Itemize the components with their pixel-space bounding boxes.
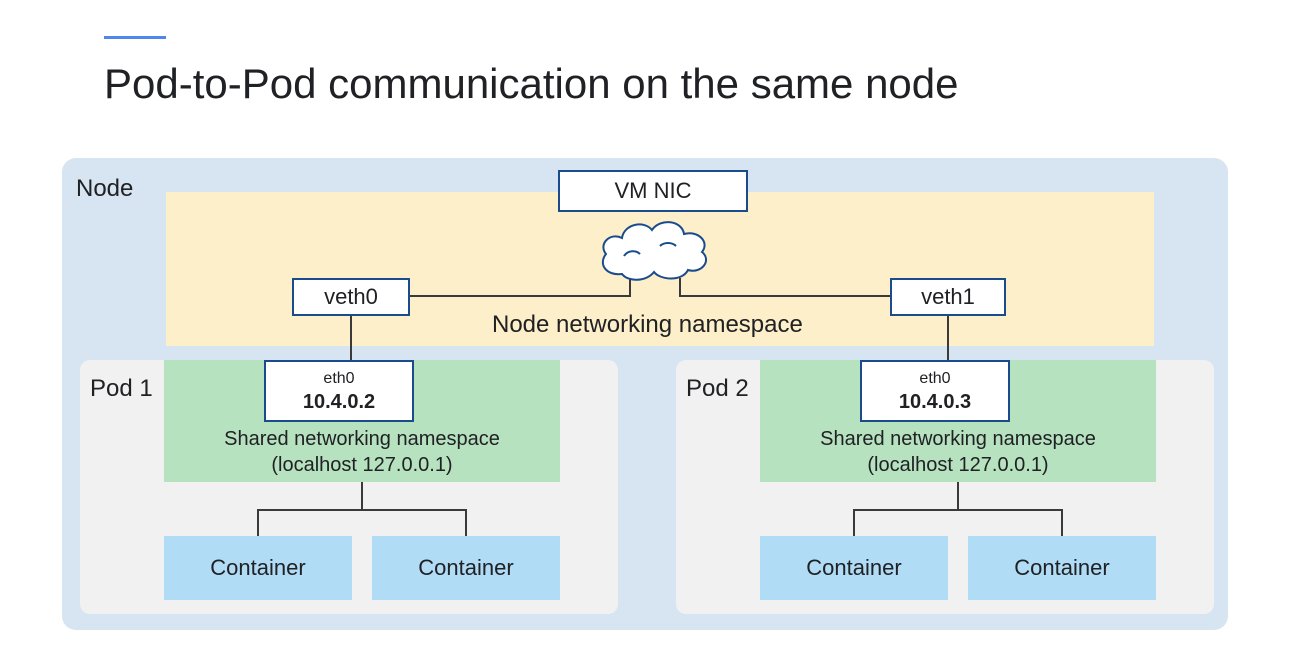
pod-2-label: Pod 2 bbox=[686, 375, 749, 402]
page-title: Pod-to-Pod communication on the same nod… bbox=[104, 60, 959, 107]
pod-1-container-1: Container bbox=[164, 536, 352, 600]
pod-2-eth-name: eth0 bbox=[919, 370, 951, 387]
pod-2-container-1: Container bbox=[760, 536, 948, 600]
vm-nic-box: VM NIC bbox=[558, 170, 748, 212]
pod-1-container-2: Container bbox=[372, 536, 560, 600]
pod-1-eth-name: eth0 bbox=[323, 370, 355, 387]
node-label: Node bbox=[76, 175, 134, 202]
veth0-box: veth0 bbox=[292, 278, 410, 316]
title-accent-bar bbox=[104, 36, 166, 39]
pod-1-shared-namespace-text: Shared networking namespace (localhost 1… bbox=[164, 426, 560, 478]
veth1-box: veth1 bbox=[890, 278, 1006, 316]
network-cloud-icon bbox=[601, 221, 707, 281]
pod-2-shared-line1: Shared networking namespace bbox=[820, 428, 1096, 450]
pod-1-label: Pod 1 bbox=[90, 375, 153, 402]
pod-2-container-2: Container bbox=[968, 536, 1156, 600]
pod-1-shared-line2: (localhost 127.0.0.1) bbox=[271, 454, 453, 476]
node-namespace-label: Node networking namespace bbox=[492, 311, 803, 338]
pod-2-shared-line2: (localhost 127.0.0.1) bbox=[867, 454, 1049, 476]
pod-1-eth0-box: eth0 10.4.0.2 bbox=[264, 360, 414, 422]
pod-2-eth0-box: eth0 10.4.0.3 bbox=[860, 360, 1010, 422]
pod-2-shared-namespace-text: Shared networking namespace (localhost 1… bbox=[760, 426, 1156, 478]
pod-1-shared-line1: Shared networking namespace bbox=[224, 428, 500, 450]
pod-1-eth-ip: 10.4.0.2 bbox=[302, 391, 376, 413]
pod-2-eth-ip: 10.4.0.3 bbox=[898, 391, 972, 413]
